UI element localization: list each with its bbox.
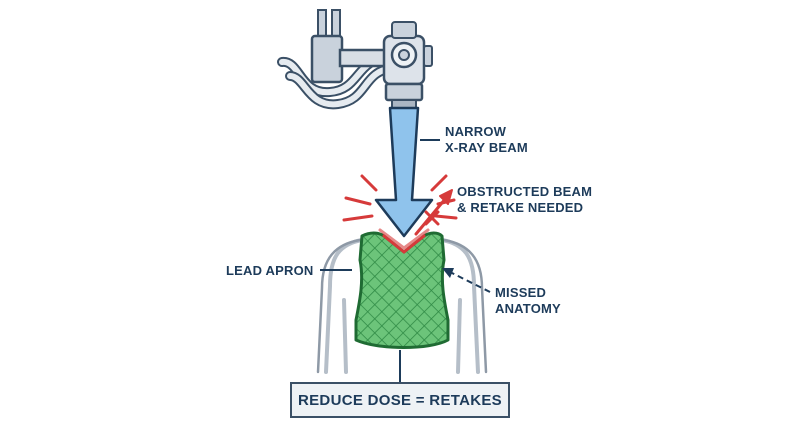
missed-label-line-2: ANATOMY	[495, 301, 561, 316]
missed-anatomy-arrow	[442, 268, 491, 293]
beam-label-line-1: NARROW	[445, 124, 507, 139]
obstruction-label-line-2: & RETAKE NEEDED	[457, 200, 584, 215]
result-text: REDUCE DOSE = RETAKES	[298, 391, 502, 409]
obstruction-burst-icon	[342, 174, 458, 254]
obstruction-label: OBSTRUCTED BEAM & RETAKE NEEDED	[457, 184, 592, 216]
xray-tube-icon	[277, 9, 433, 110]
result-box: REDUCE DOSE = RETAKES	[290, 382, 510, 418]
beam-label-line-2: X-RAY BEAM	[445, 140, 528, 155]
missed-label-line-1: MISSED	[495, 285, 547, 300]
xray-beam-arrow	[374, 106, 434, 238]
beam-label: NARROW X-RAY BEAM	[445, 124, 528, 156]
missed-anatomy-label: MISSED ANATOMY	[495, 285, 561, 317]
apron-label: LEAD APRON	[226, 263, 314, 278]
obstruction-label-line-1: OBSTRUCTED BEAM	[457, 184, 593, 199]
deflected-beam-arrow	[414, 189, 453, 236]
